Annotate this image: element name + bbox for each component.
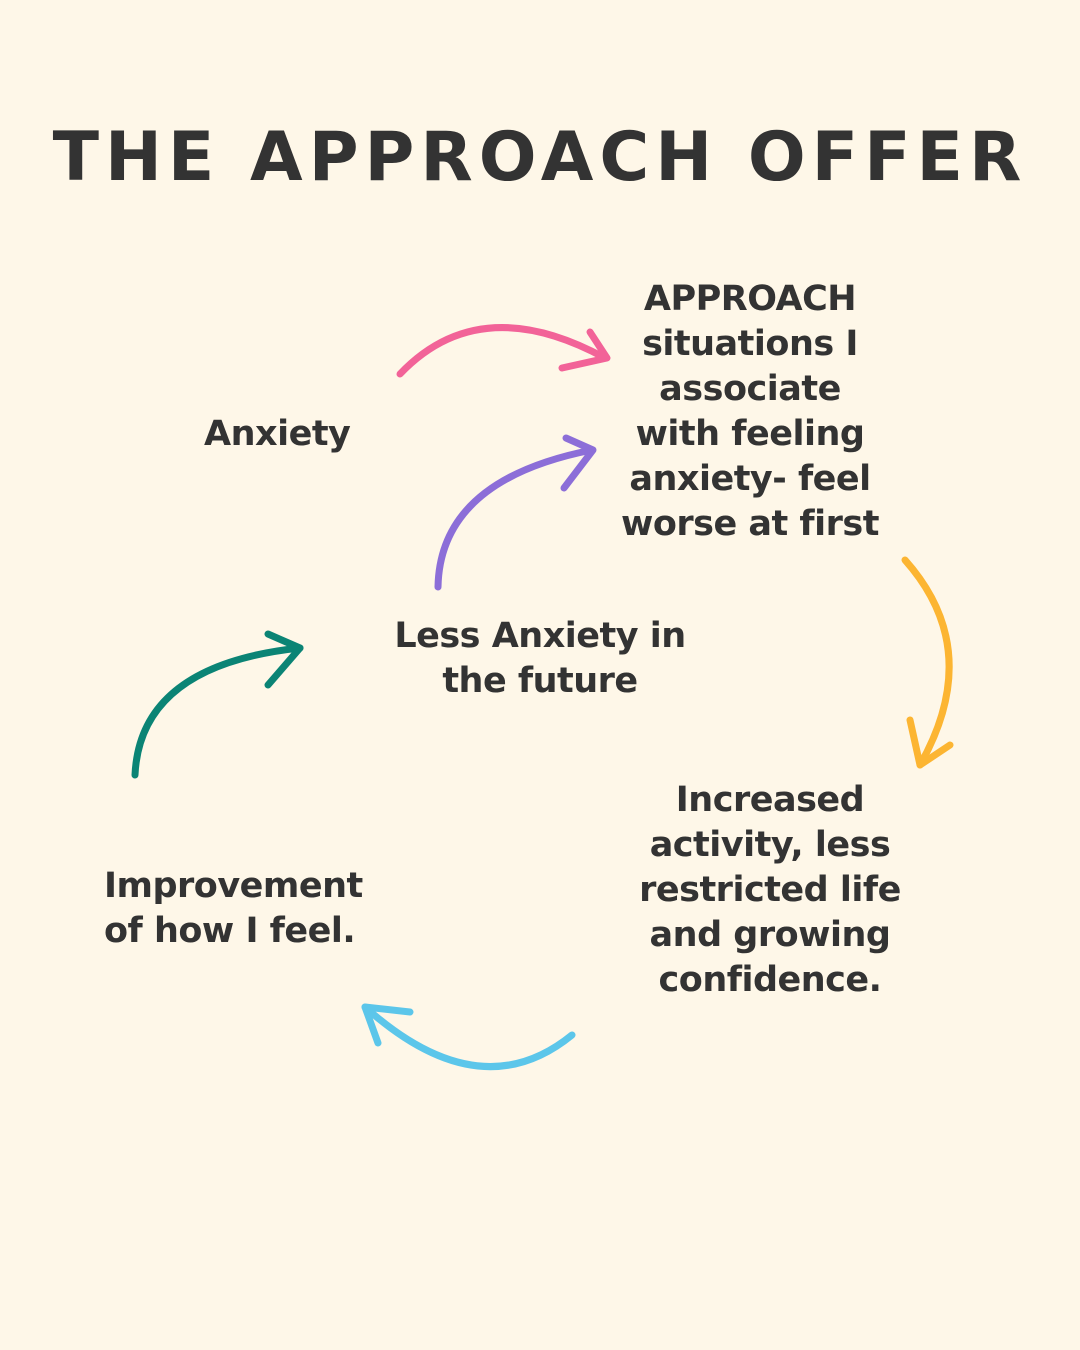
arrow-teal-icon	[131, 630, 304, 779]
node-less-anxiety: Less Anxiety in the future	[340, 614, 740, 704]
node-text: and growing	[649, 915, 891, 955]
arrow-orange-icon	[901, 556, 954, 769]
arrow-blue-icon	[361, 1003, 576, 1071]
node-text: anxiety- feel	[629, 459, 871, 499]
node-text: Less Anxiety in	[394, 616, 686, 656]
node-text: confidence.	[658, 960, 882, 1000]
arrow-pink-icon	[396, 324, 611, 378]
arrow-purple-icon	[434, 434, 597, 591]
node-text: worse at first	[621, 504, 879, 544]
node-text: situations I	[642, 324, 858, 364]
node-approach: APPROACH situations I associate with fee…	[550, 277, 950, 547]
node-increased: Increased activity, less restricted life…	[570, 778, 970, 1003]
node-text: the future	[442, 661, 638, 701]
node-text: activity, less	[649, 825, 891, 865]
node-text: Anxiety	[204, 414, 351, 454]
node-text: Increased	[675, 780, 865, 820]
node-text: restricted life	[639, 870, 901, 910]
node-text: APPROACH	[643, 279, 857, 319]
node-improvement: Improvement of how I feel.	[104, 864, 363, 954]
page-title: THE APPROACH OFFER	[52, 118, 1028, 197]
node-text: associate	[659, 369, 841, 409]
node-text: Improvement	[104, 866, 363, 906]
node-text: of how I feel.	[104, 911, 356, 951]
node-anxiety: Anxiety	[204, 412, 351, 457]
node-text: with feeling	[635, 414, 865, 454]
